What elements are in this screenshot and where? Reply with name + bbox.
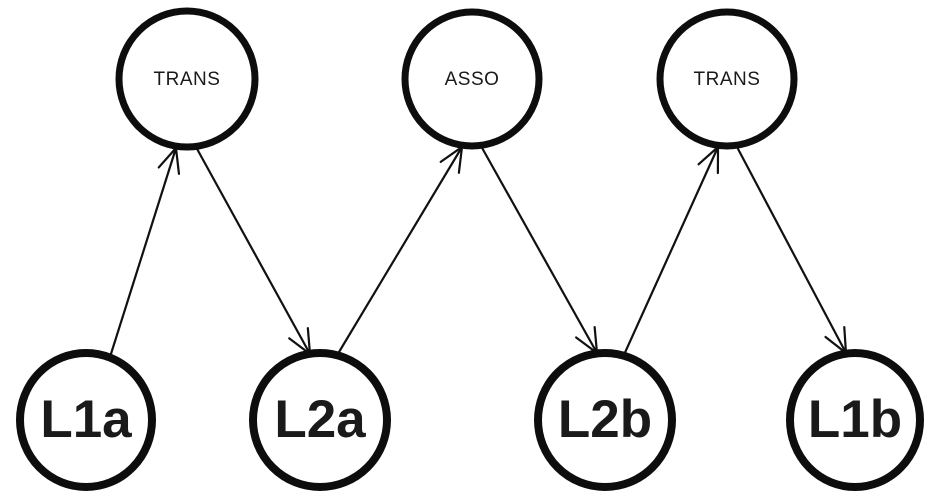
edge-line — [480, 145, 598, 354]
edge-line — [108, 147, 178, 358]
node-l2a[interactable]: L2a — [249, 349, 391, 491]
edge-line — [195, 146, 311, 355]
node-circle[interactable] — [115, 7, 259, 151]
node-circle[interactable] — [534, 349, 676, 491]
node-label: TRANS — [154, 69, 221, 90]
node-circle[interactable] — [786, 349, 924, 491]
node-trans_right[interactable]: TRANS — [656, 8, 798, 150]
node-circle[interactable] — [16, 349, 156, 491]
node-l2b[interactable]: L2b — [534, 349, 676, 491]
edge-asso-to-l2b — [480, 145, 599, 356]
node-label: L1a — [40, 390, 132, 449]
node-l1a[interactable]: L1a — [16, 349, 156, 491]
edge-trans_left-to-l2a — [195, 146, 312, 357]
node-label: L2b — [558, 390, 652, 449]
edge-trans_right-to-l1b — [736, 146, 848, 356]
edge-l1a-to-trans_left — [108, 145, 181, 358]
edge-line — [736, 146, 847, 354]
edge-l2a-to-asso — [335, 144, 464, 358]
node-label: ASSO — [445, 69, 500, 90]
edge-l2b-to-trans_right — [621, 144, 720, 358]
edge-layer — [108, 144, 848, 358]
node-asso[interactable]: ASSO — [401, 8, 543, 150]
node-trans_left[interactable]: TRANS — [115, 7, 259, 151]
node-l1b[interactable]: L1b — [786, 349, 924, 491]
edge-line — [621, 146, 720, 358]
node-label: L1b — [808, 390, 902, 449]
node-label: TRANS — [694, 69, 761, 90]
edge-line — [335, 146, 463, 358]
node-circle[interactable] — [401, 8, 543, 150]
node-circle[interactable] — [656, 8, 798, 150]
node-circle[interactable] — [249, 349, 391, 491]
node-layer: TRANS ASSO TRANS L1a L2a L2b L1b — [16, 7, 924, 491]
node-label: L2a — [274, 390, 366, 449]
